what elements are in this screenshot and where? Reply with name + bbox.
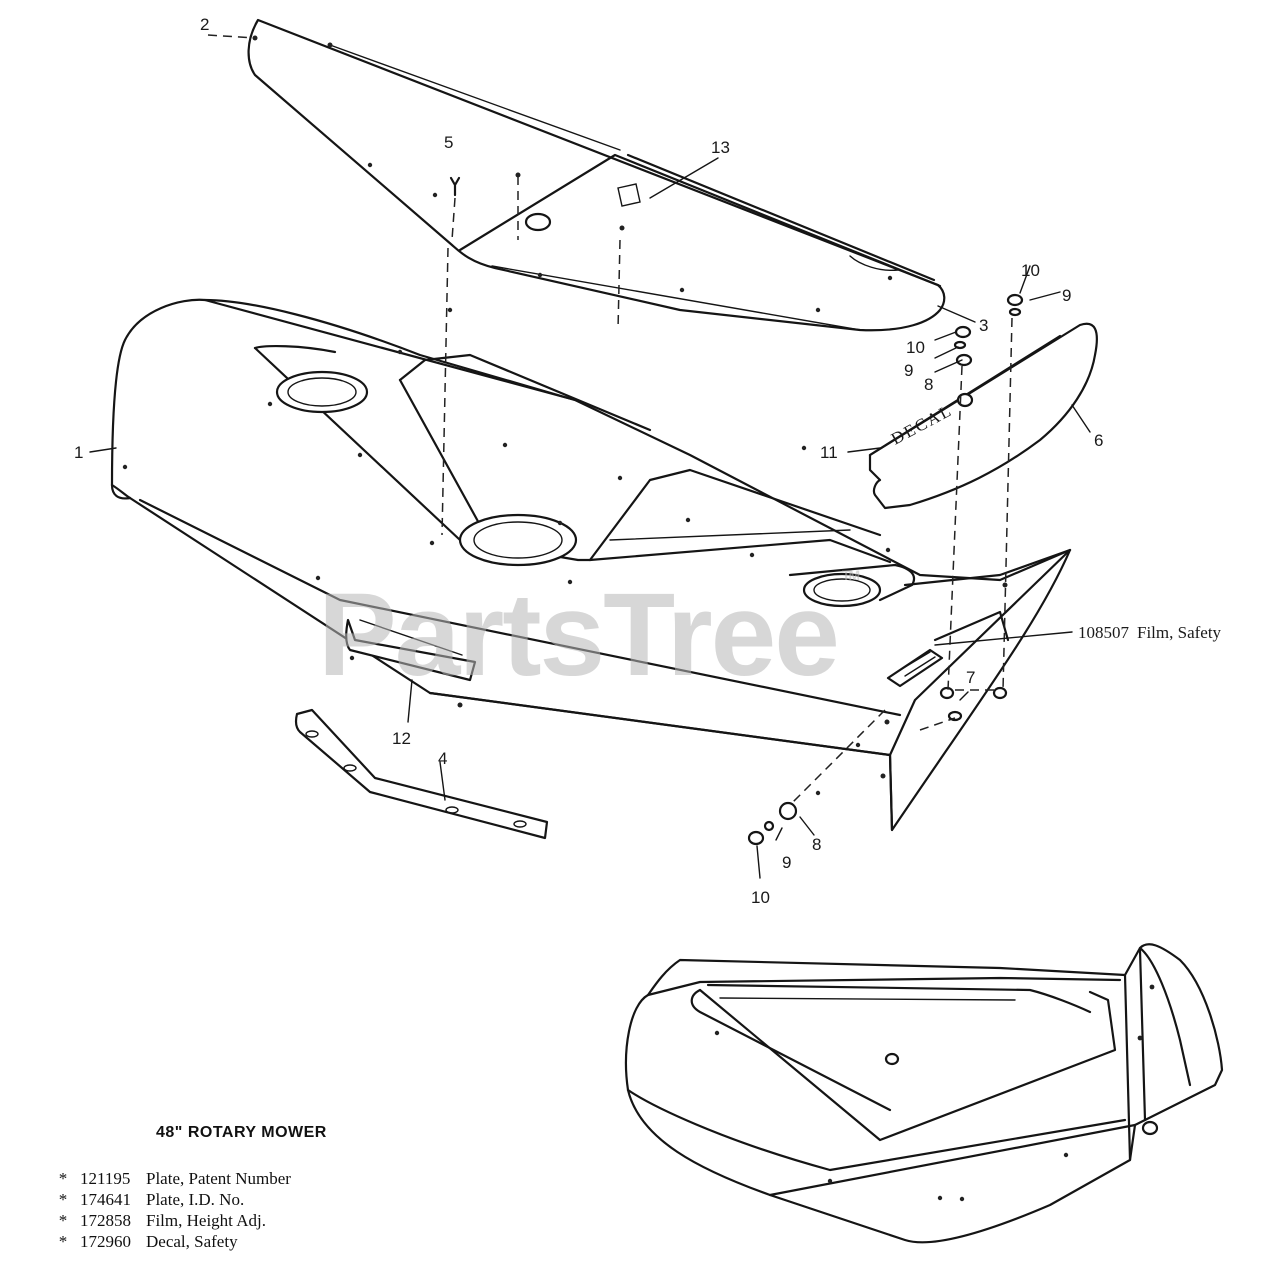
label-9-upper-right: 9 — [1062, 286, 1071, 305]
height-adj-film-strip[interactable] — [345, 618, 477, 682]
label-5: 5 — [444, 133, 453, 152]
label-10-lower: 10 — [751, 888, 770, 907]
label-8-upper: 8 — [924, 375, 933, 394]
label-11: 11 — [820, 443, 838, 462]
label-9-lower: 9 — [782, 853, 791, 872]
label-10-upper-left: 10 — [906, 338, 925, 357]
label-2: 2 — [200, 15, 209, 34]
label-4: 4 — [438, 749, 447, 768]
label-7: 7 — [966, 668, 975, 687]
label-9-upper-left: 9 — [904, 361, 913, 380]
assembly-lines — [207, 34, 1013, 806]
leader-lines — [89, 157, 1091, 879]
discharge-guard[interactable]: DECAL — [868, 322, 1098, 510]
label-3: 3 — [979, 316, 988, 335]
front-baffle-bar[interactable] — [294, 708, 549, 840]
part-number-labels: 1 2 3 4 5 6 7 8 8 9 9 9 10 10 10 11 12 1… — [74, 15, 1222, 907]
assembled-mower-view[interactable] — [624, 943, 1224, 1244]
label-8-lower: 8 — [812, 835, 821, 854]
label-10-upper-right: 10 — [1021, 261, 1040, 280]
mower-deck-housing[interactable] — [110, 298, 1072, 832]
label-12: 12 — [392, 729, 411, 748]
label-6: 6 — [1094, 431, 1103, 450]
belt-cover-shield[interactable] — [247, 18, 946, 332]
label-13: 13 — [711, 138, 730, 157]
label-1: 1 — [74, 443, 83, 462]
diagram-title: 48" ROTARY MOWER — [156, 1124, 327, 1141]
